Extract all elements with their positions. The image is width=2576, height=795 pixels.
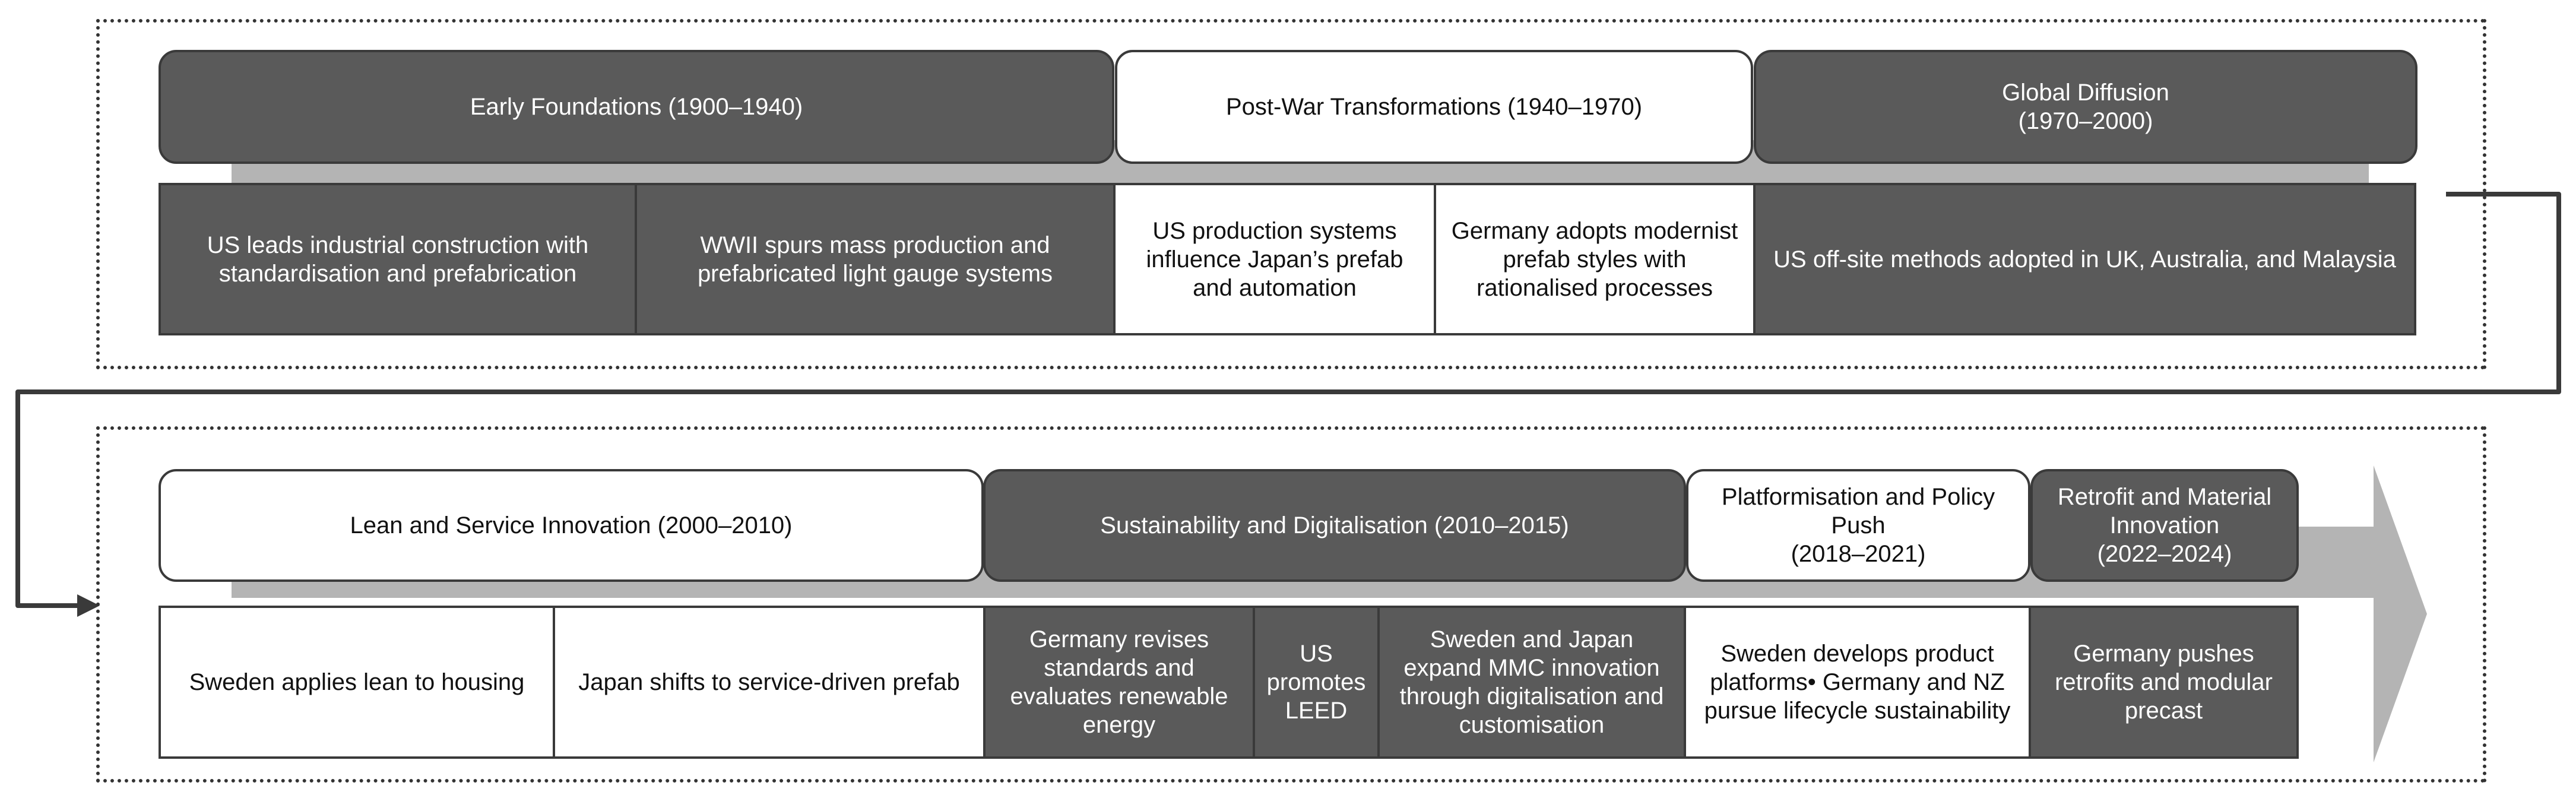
event-product-platforms-lifecycle: Sweden develops product platforms• Germa… (1684, 606, 2031, 759)
period-header-lean-service: Lean and Service Innovation (2000–2010) (159, 469, 984, 582)
timeline-arrowhead (2374, 465, 2427, 762)
event-germany-modernist-prefab: Germany adopts modernist prefab styles w… (1434, 183, 1756, 335)
period-header-post-war: Post-War Transformations (1940–1970) (1115, 50, 1753, 164)
event-japan-service-prefab: Japan shifts to service-driven prefab (553, 606, 986, 759)
period-header-global-diffusion: Global Diffusion (1970–2000) (1754, 50, 2417, 164)
row2-frame (96, 426, 2486, 783)
period-header-retrofit-material: Retrofit and Material Innovation (2022–2… (2030, 469, 2299, 582)
event-germany-retrofits-precast: Germany pushes retrofits and modular pre… (2029, 606, 2299, 759)
period-header-sustainability-digitalisation: Sustainability and Digitalisation (2010–… (983, 469, 1686, 582)
period-header-early-foundations: Early Foundations (1900–1940) (159, 50, 1114, 164)
event-germany-standards-energy: Germany revises standards and evaluates … (983, 606, 1255, 759)
event-us-offsite-adopted: US off-site methods adopted in UK, Austr… (1753, 183, 2416, 335)
event-us-influences-japan: US production systems influence Japan’s … (1113, 183, 1436, 335)
period-header-platformisation: Platformisation and Policy Push (2018–20… (1686, 469, 2030, 582)
event-us-promotes-leed: US promotes LEED (1253, 606, 1380, 759)
event-wwii-mass-production: WWII spurs mass production and prefabric… (635, 183, 1116, 335)
event-us-industrial-construction: US leads industrial construction with st… (159, 183, 637, 335)
event-sweden-japan-mmc: Sweden and Japan expand MMC innovation t… (1377, 606, 1686, 759)
event-sweden-lean-housing: Sweden applies lean to housing (159, 606, 555, 759)
